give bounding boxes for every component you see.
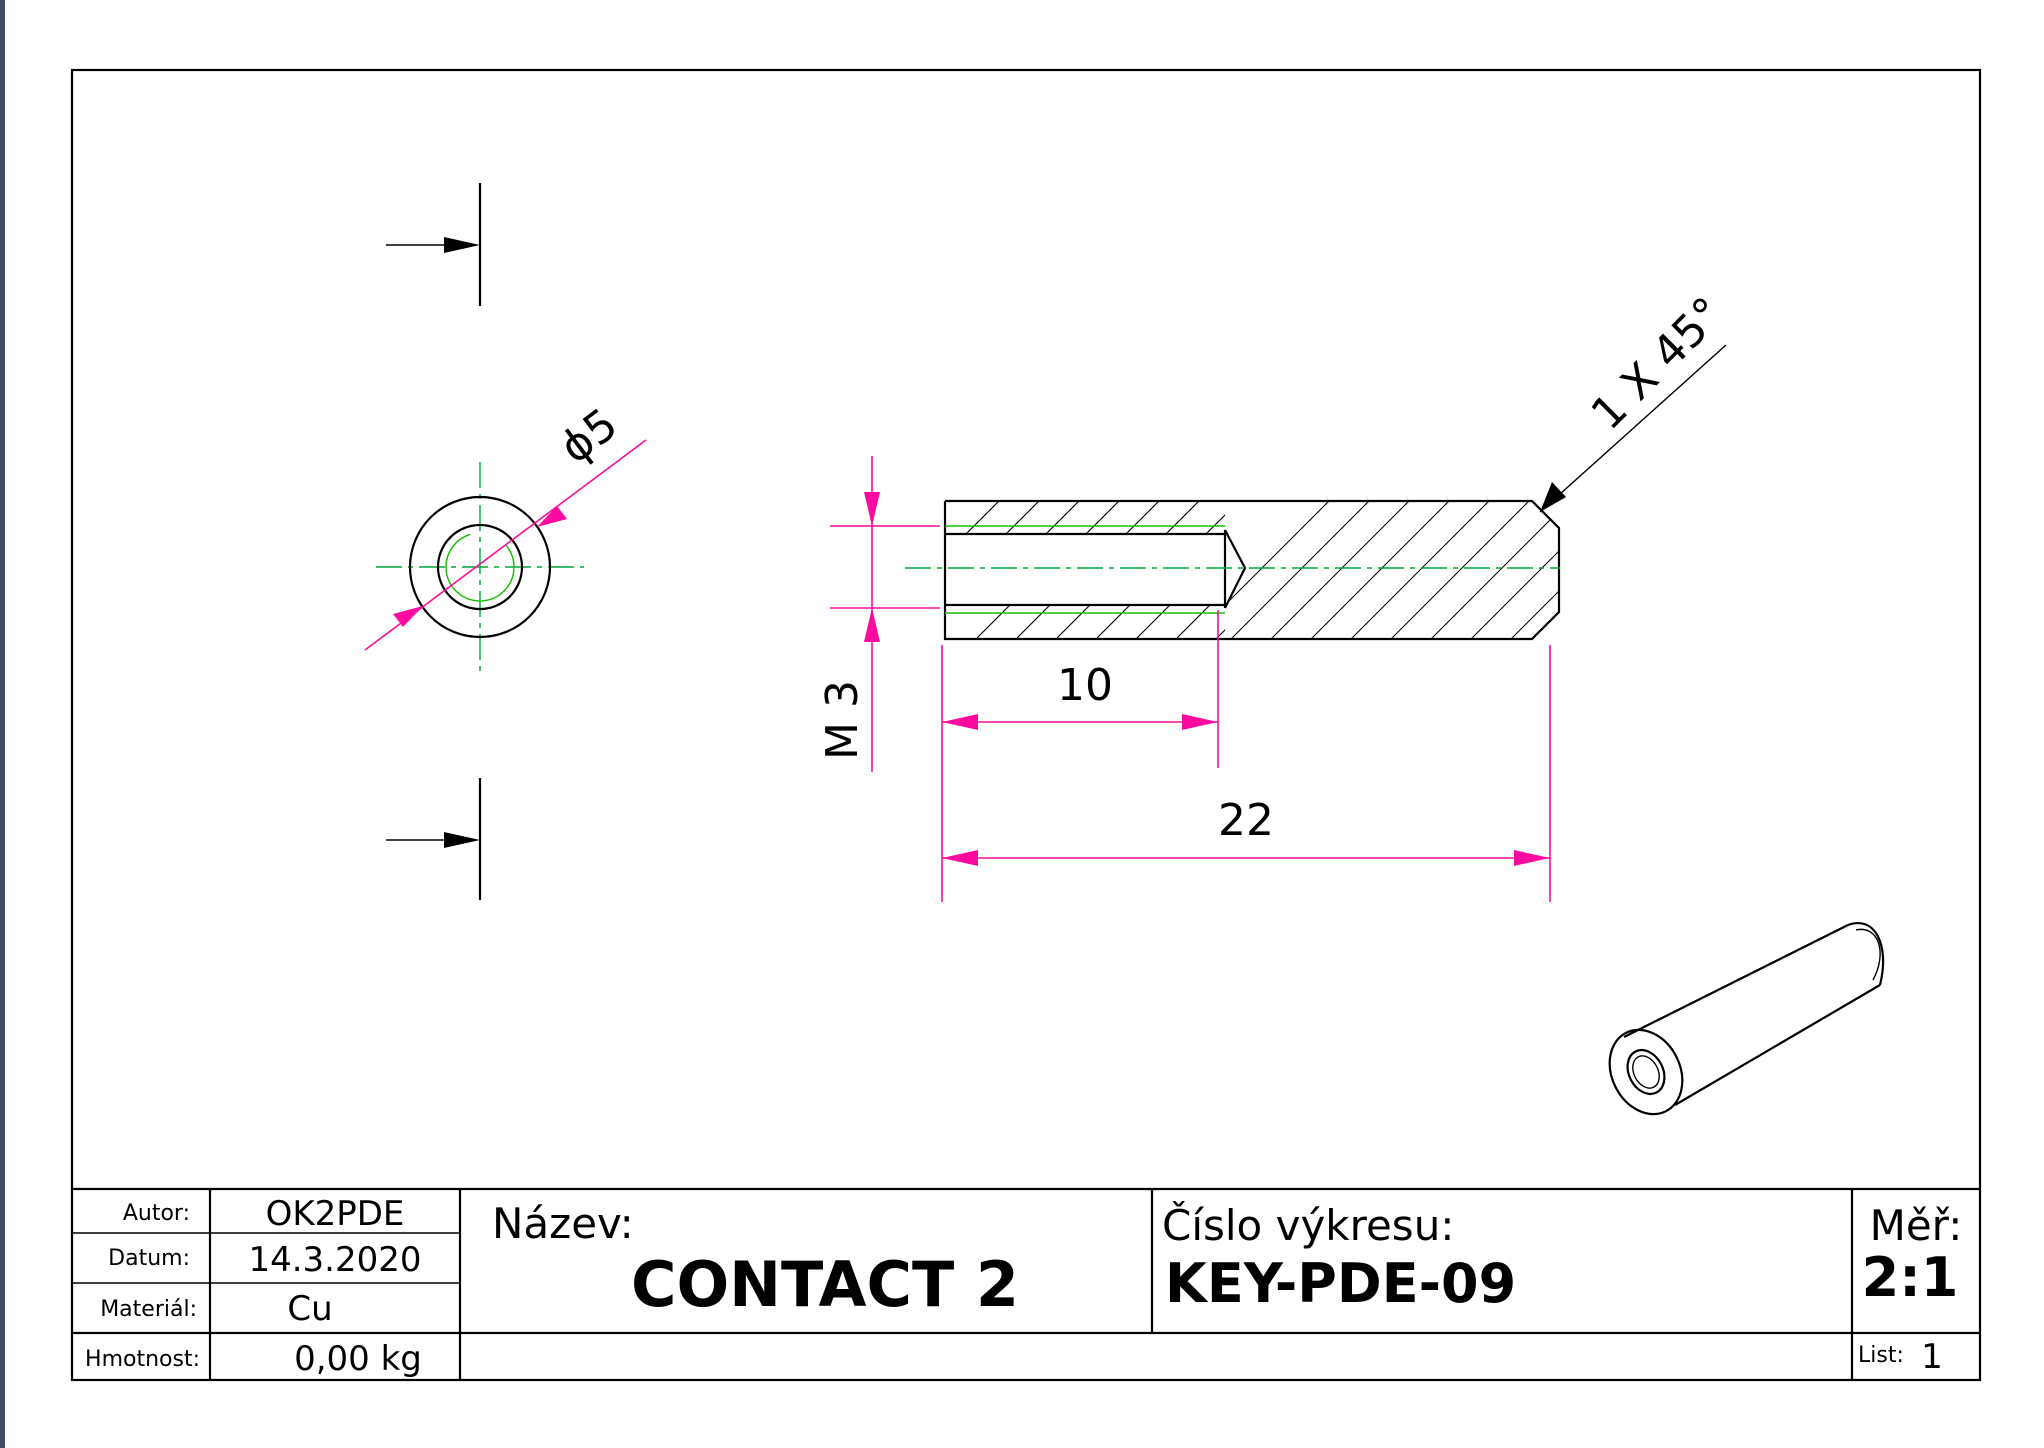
total-length-dimension: 22 (941, 645, 1551, 902)
thread-length-label: 10 (1057, 660, 1113, 711)
date-label: Datum: (108, 1246, 190, 1271)
thread-label: M 3 (817, 680, 868, 760)
isometric-view (1608, 922, 1885, 1116)
thread-length-dimension: 10 (941, 610, 1219, 768)
total-length-label: 22 (1218, 795, 1274, 846)
sheet-frame (70, 68, 1982, 1382)
section-view (905, 499, 1561, 641)
sheet-value: 1 (1921, 1337, 1943, 1377)
chamfer-callout: 1 X 45° (1539, 288, 1734, 513)
drawing-number-label: Číslo výkresu: (1162, 1200, 1454, 1250)
scale-value: 2:1 (1862, 1246, 1959, 1309)
author-label: Autor: (123, 1201, 190, 1226)
scale-label: Měř: (1870, 1201, 1963, 1250)
weight-value: 0,00 kg (294, 1339, 422, 1379)
title-block (72, 1187, 1980, 1380)
name-label: Název: (492, 1199, 634, 1248)
end-view: ϕ5 (364, 399, 647, 672)
thread-dimension: M 3 (817, 456, 940, 772)
author-value: OK2PDE (266, 1194, 405, 1234)
chamfer-label: 1 X 45° (1582, 288, 1734, 440)
name-value: CONTACT 2 (631, 1248, 1019, 1321)
section-marker-top (386, 183, 482, 306)
section-marker-bottom (386, 778, 482, 900)
date-value: 14.3.2020 (248, 1240, 421, 1280)
material-value: Cu (287, 1289, 332, 1329)
material-label: Materiál: (100, 1297, 197, 1322)
page-edge (0, 0, 5, 1448)
weight-label: Hmotnost: (85, 1347, 200, 1372)
drawing-number-value: KEY-PDE-09 (1165, 1252, 1516, 1315)
sheet-label: List: (1858, 1343, 1904, 1368)
